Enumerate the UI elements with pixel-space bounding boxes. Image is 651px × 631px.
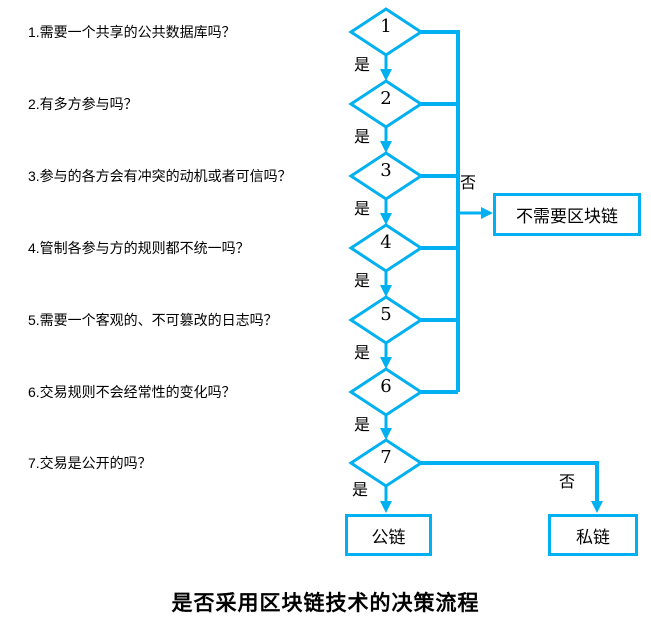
question-5: 5.需要一个客观的、不可篡改的日志吗？ [28,312,278,328]
yes-arrowhead-6 [380,428,392,440]
diamond-number-7: 7 [380,447,392,468]
yes-label-3: 是 [353,199,370,218]
no-label-7: 否 [558,472,575,491]
diamond-number-4: 4 [380,232,392,253]
question-2: 2.有多方参与吗？ [28,96,138,112]
yes-arrowhead-4 [380,285,392,297]
page-title: 是否采用区块链技术的决策流程 [171,592,480,615]
yes-label-1: 是 [353,55,370,74]
diamond-shape-4 [348,223,424,273]
public-chain-box: 公链 [345,514,432,556]
question-4: 4.管制各参与方的规则都不统一吗？ [28,240,250,256]
yes-label-7: 是 [351,480,368,499]
diamond-number-1: 1 [380,16,392,37]
question-3: 3.参与的各方会有冲突的动机或者可信吗？ [28,168,292,184]
yes-arrowhead-3 [380,213,392,225]
no-label-trunk: 否 [459,173,476,192]
question-6: 6.交易规则不会经常性的变化吗？ [28,384,236,400]
reject-box: 不需要区块链 [493,193,641,236]
yes-arrowhead-5 [380,357,392,369]
diamond-shape-2 [348,79,424,129]
diamond-number-3: 3 [380,160,392,181]
diamond-shape-1 [348,7,424,57]
diamond-shape-6 [348,367,424,417]
question-7: 7.交易是公开的吗？ [28,455,152,471]
diamond-number-2: 2 [380,88,392,109]
diamond-shape-3 [348,151,424,201]
yes-arrowhead-2 [380,141,392,153]
diamond-shape-5 [348,295,424,345]
diamond-shape-7 [348,438,424,488]
yes-label-2: 是 [353,127,370,146]
no-arrowhead [481,207,493,219]
no-trunk-line [421,30,460,392]
diamond-number-5: 5 [380,304,392,325]
yes-arrowhead-1 [380,69,392,81]
yes-label-6: 是 [353,415,370,434]
yes-label-4: 是 [353,271,370,290]
yes-label-5: 是 [353,343,370,362]
no7-branch-line [421,461,599,501]
yes-arrowhead-7 [380,501,392,513]
private-chain-box: 私链 [548,514,638,556]
no7-arrowhead [591,501,603,513]
diamond-number-6: 6 [380,376,392,397]
question-1: 1.需要一个共享的公共数据库吗？ [28,24,236,40]
